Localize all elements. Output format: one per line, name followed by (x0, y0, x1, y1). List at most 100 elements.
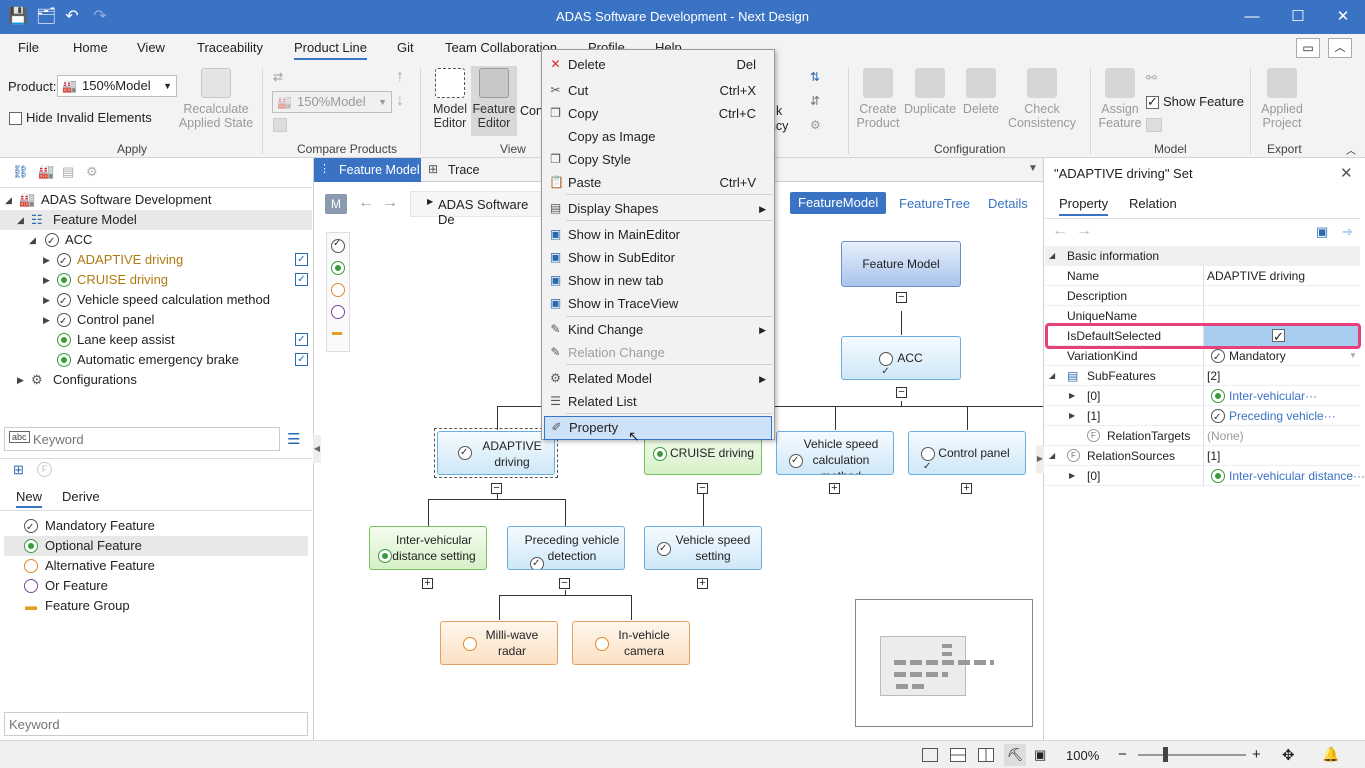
filter-icon[interactable]: ⇵ (810, 94, 821, 108)
node-adaptive-driving[interactable]: ADAPTIVE driving (437, 431, 555, 475)
palette-mandatory[interactable]: Mandatory Feature (4, 516, 312, 538)
tab-feature-model[interactable]: ⋮ Feature Model (314, 158, 421, 182)
menu-item-show-in-new-tab[interactable]: ▣Show in new tab (544, 270, 772, 292)
collapse-node-icon[interactable]: − (559, 578, 570, 589)
collapse-node-icon[interactable]: − (491, 483, 502, 494)
menu-item-show-in-traceview[interactable]: ▣Show in TraceView (544, 293, 772, 315)
property-row--1-[interactable]: ▶[1]Preceding vehicle··· (1045, 406, 1360, 428)
factory-icon[interactable]: 🏭 (38, 164, 55, 179)
node-inter-vehicular[interactable]: Inter-vehicular distance setting (369, 526, 487, 570)
view-details[interactable]: Details (988, 196, 1028, 211)
collapse-ribbon-icon[interactable]: ︿ (1328, 38, 1352, 58)
layout-vertical-icon[interactable] (978, 748, 994, 762)
expand-node-icon[interactable]: + (829, 483, 840, 494)
palette-icon[interactable]: ⊞ (13, 462, 24, 477)
collapsed-icon[interactable]: ▶ (1069, 411, 1076, 420)
search-input[interactable] (33, 430, 273, 448)
menu-item-copy-as-image[interactable]: Copy as Image (544, 126, 772, 148)
maximize-icon[interactable]: ☐ (1291, 8, 1305, 25)
chevron-down-icon[interactable]: ▼ (1349, 351, 1357, 360)
node-feature-model[interactable]: Feature Model (841, 241, 961, 287)
node-milli-wave-radar[interactable]: Milli-wave radar (440, 621, 558, 665)
tab-trace[interactable]: ⊞ Trace (428, 162, 480, 177)
node-vehicle-speed-setting[interactable]: Vehicle speed setting (644, 526, 762, 570)
menu-item-copy-style[interactable]: ❐Copy Style (544, 149, 772, 171)
tab-list-chevron-icon[interactable]: ▼ (1028, 163, 1038, 174)
menu-traceability[interactable]: Traceability (197, 40, 263, 55)
model-icon[interactable]: ▣ (1316, 224, 1329, 239)
node-acc[interactable]: ACC (841, 336, 961, 380)
collapse-node-icon[interactable]: − (896, 387, 907, 398)
menu-view[interactable]: View (137, 40, 165, 55)
collapsed-icon[interactable]: ▶ (1069, 471, 1076, 480)
tab-derive[interactable]: Derive (62, 489, 100, 504)
layout-single-icon[interactable] (922, 748, 938, 762)
hide-invalid-checkbox[interactable] (9, 112, 22, 125)
collapse-icon[interactable]: ︿ (1346, 146, 1356, 157)
tab-new[interactable]: New (16, 489, 43, 508)
zoom-slider[interactable] (1138, 754, 1246, 756)
palette-alternative[interactable]: Alternative Feature (4, 556, 312, 576)
menu-team-collaboration[interactable]: Team Collaboration (445, 40, 558, 55)
tab-relation[interactable]: Relation (1129, 196, 1177, 211)
tree-feature-model[interactable]: ◢ ☷ Feature Model (0, 210, 312, 230)
node-vehicle-speed-calc[interactable]: Vehicle speed calculation method (776, 431, 894, 475)
menu-git[interactable]: Git (397, 40, 414, 55)
alternative-tool-icon[interactable] (331, 283, 345, 297)
tree-item-control-panel[interactable]: ▶ Control panel (0, 310, 312, 332)
palette-search-input[interactable] (9, 715, 299, 733)
expand-icon[interactable]: ◢ (1049, 371, 1056, 380)
fit-icon[interactable]: ✥ (1282, 747, 1295, 764)
menu-item-related-list[interactable]: ☰Related List (544, 391, 772, 413)
minimap-toggle-icon[interactable]: ▣ (1034, 747, 1047, 762)
menu-file[interactable]: File (18, 40, 39, 55)
node-preceding-vehicle[interactable]: Preceding vehicle detection (507, 526, 625, 570)
menu-item-property[interactable]: ✐Property (544, 416, 772, 440)
property-row--0-[interactable]: ▶[0]Inter-vehicular··· (1045, 386, 1360, 406)
menu-product-line[interactable]: Product Line (294, 40, 367, 60)
undo-icon[interactable]: ↶ (65, 8, 79, 25)
collapse-right-icon[interactable]: ▶ (1036, 445, 1044, 473)
mandatory-tool-icon[interactable] (331, 238, 345, 253)
menu-item-show-in-subeditor[interactable]: ▣Show in SubEditor (544, 247, 772, 269)
palette-or[interactable]: Or Feature (4, 576, 312, 596)
or-tool-icon[interactable] (331, 305, 345, 319)
palette-search-field[interactable] (4, 712, 308, 736)
tab-property[interactable]: Property (1059, 196, 1109, 216)
search-field[interactable]: abc (4, 427, 280, 451)
tree-acc[interactable]: ◢ ACC (0, 230, 312, 252)
back-icon[interactable]: ← (358, 194, 374, 211)
collapse-node-icon[interactable]: − (697, 483, 708, 494)
property-row-description[interactable]: Description (1045, 286, 1360, 306)
menu-item-display-shapes[interactable]: ▤Display Shapes▶ (544, 198, 772, 220)
tree-item-aeb[interactable]: Automatic emergency brake ✓ (0, 350, 312, 370)
menu-item-related-model[interactable]: ⚙Related Model▶ (544, 368, 772, 390)
notification-bell-icon[interactable]: 🔔 (1322, 746, 1340, 762)
hierarchy-icon[interactable]: ⛓ (12, 164, 29, 179)
minimize-icon[interactable]: — (1244, 8, 1260, 25)
node-control-panel[interactable]: Control panel (908, 431, 1026, 475)
minimap[interactable] (855, 599, 1033, 727)
optional-tool-icon[interactable] (331, 261, 345, 275)
menu-item-kind-change[interactable]: ✎Kind Change▶ (544, 319, 772, 341)
expand-node-icon[interactable]: + (422, 578, 433, 589)
tree-item-cruise[interactable]: ▶ CRUISE driving ✓ (0, 270, 312, 290)
feature-editor-button[interactable]: Feature Editor (471, 66, 517, 136)
search-options-icon[interactable]: ☰ (287, 431, 301, 448)
palette-optional[interactable]: Optional Feature (4, 536, 308, 556)
tree-root[interactable]: ◢ 🏭 ADAS Software Development (0, 190, 312, 210)
menu-item-show-in-maineditor[interactable]: ▣Show in MainEditor (544, 224, 772, 246)
tree-configurations[interactable]: ▶ ⚙ Configurations (0, 370, 312, 390)
product-select[interactable]: 🏭 150%Model ▼ (57, 75, 177, 97)
forward-icon[interactable]: → (382, 194, 398, 211)
node-in-vehicle-camera[interactable]: In-vehicle camera (572, 621, 690, 665)
zoom-in-icon[interactable]: + (1252, 746, 1261, 763)
property-row-isdefaultselected[interactable]: IsDefaultSelected (1045, 326, 1360, 347)
inspector-toggle-icon[interactable]: ⛏ (1004, 744, 1026, 766)
